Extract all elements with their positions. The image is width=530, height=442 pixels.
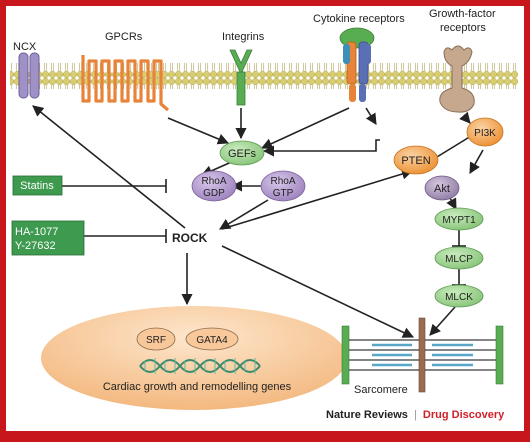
mypt1-label: MYPT1: [442, 215, 476, 226]
credit-publisher: Nature Reviews: [326, 409, 408, 421]
arrow-rock-to-sarcomere: [221, 245, 415, 338]
mypt1-node: [434, 207, 484, 231]
ncx-label: NCX: [13, 41, 37, 53]
arrow-akt-to-mypt1: [446, 197, 457, 210]
rock-label: ROCK: [172, 231, 208, 245]
akt-node: [424, 175, 460, 201]
statins-box: [12, 175, 63, 196]
gpcrs-label: GPCRs: [105, 31, 143, 43]
rhoa-gdp-node: [191, 170, 237, 202]
cytokine-label: Cytokine receptors: [313, 13, 405, 25]
rock-inhibitor-box: [11, 220, 85, 256]
dna-helix: [139, 358, 261, 374]
arrow-gpcr-to-gefs: [167, 117, 230, 145]
gefs-node: [219, 140, 265, 166]
srf-node: [136, 327, 176, 351]
rhoa-gdp-label-2: GDP: [203, 188, 225, 199]
sarcomere-label: Sarcomere: [354, 384, 408, 396]
gata4-node: [185, 327, 239, 351]
growth-factor-receptor: [439, 45, 475, 113]
sarcomere: [341, 317, 504, 393]
pten-node: [393, 145, 439, 175]
mlcp-node: [434, 246, 484, 270]
mlck-node: [434, 284, 484, 308]
rhoa-gtp-label-2: GTP: [273, 188, 294, 199]
credit-separator: |: [414, 409, 417, 421]
arrow-gfr-to-pi3k: [459, 111, 471, 124]
genes-label: Cardiac growth and remodelling genes: [103, 381, 292, 393]
pi3k-node: [466, 117, 504, 147]
integrin-receptor: [229, 49, 253, 106]
rhoa-gtp-node: [260, 170, 306, 202]
gata4-label: GATA4: [196, 335, 228, 346]
gefs-label: GEFs: [228, 148, 257, 160]
mlck-label: MLCK: [445, 292, 473, 303]
arrow-cytokine-to-pi3k: [365, 107, 377, 125]
arrow-pi3k-to-akt: [469, 149, 484, 174]
gpcr-receptor: [81, 55, 170, 112]
pi3k-label: PI3K: [474, 128, 496, 139]
rhoa-gdp-label-1: RhoA: [201, 176, 226, 187]
cytokine-receptor: [339, 27, 375, 102]
akt-label: Akt: [434, 183, 450, 195]
arrow-rock-to-ncx: [32, 105, 186, 229]
inhibitor-label-1: HA-1077: [15, 226, 58, 238]
ncx-channel: [18, 52, 40, 99]
nucleus: [41, 306, 347, 410]
cell-membrane: [10, 63, 518, 89]
mlcp-label: MLCP: [445, 254, 473, 265]
arrow-rock-to-pten: [221, 168, 414, 230]
figure-credit: Nature Reviews | Drug Discovery: [326, 409, 504, 421]
credit-journal: Drug Discovery: [422, 409, 505, 421]
inhibitor-label-2: Y-27632: [15, 240, 56, 252]
pten-label: PTEN: [401, 155, 430, 167]
integrins-label: Integrins: [222, 31, 265, 43]
rhoa-gtp-label-1: RhoA: [270, 176, 295, 187]
growth-factor-label-line1: Growth-factor: [429, 8, 496, 20]
arrow-cytokine-to-gefs: [260, 107, 350, 149]
srf-label: SRF: [146, 335, 166, 346]
arrow-pi3k-to-gefs: [262, 139, 380, 157]
growth-factor-label-line2: receptors: [440, 22, 486, 34]
arrow-rhoa-gtp-to-rock: [219, 199, 269, 230]
arrow-mlck-to-sarcomere: [429, 306, 456, 336]
statins-label: Statins: [20, 180, 54, 192]
